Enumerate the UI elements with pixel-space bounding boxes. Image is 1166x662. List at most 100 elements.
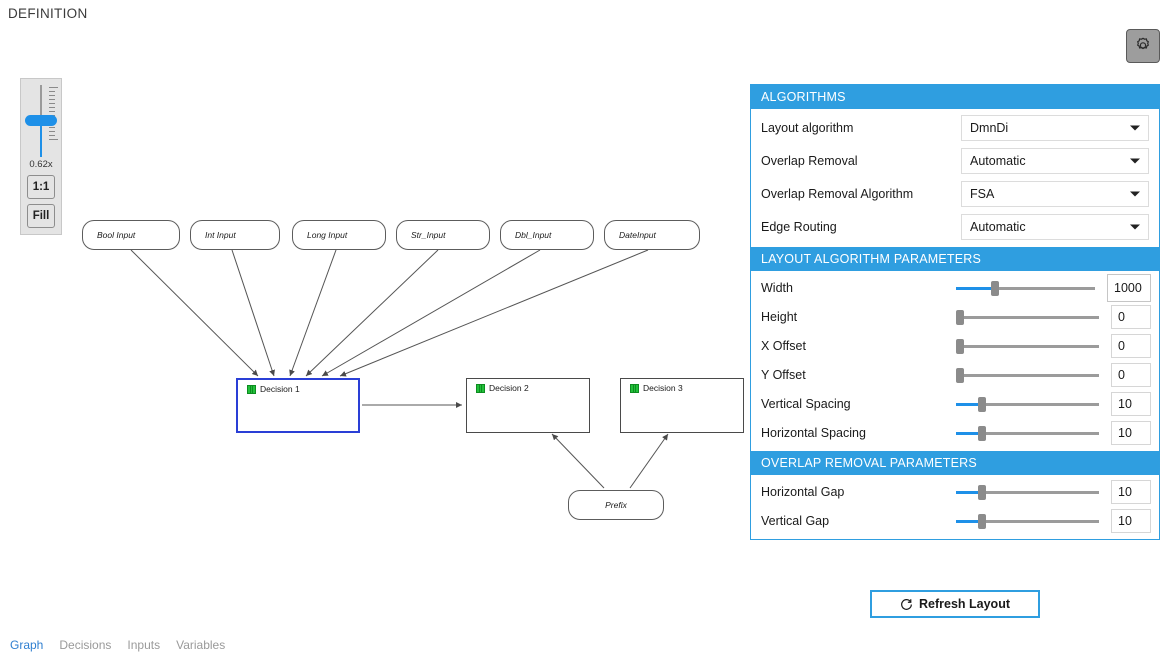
slider-thumb-horizontal-spacing[interactable] [977, 425, 986, 441]
row-vertical-gap: Vertical Gap 10 [751, 506, 1159, 535]
select-edge-routing[interactable]: Automatic [961, 213, 1149, 240]
edge-dbl-input-to-decision-1 [321, 249, 541, 377]
edge-prefix-to-decision-3 [629, 433, 669, 489]
slider-thumb-width[interactable] [990, 280, 999, 296]
zoom-slider[interactable] [23, 85, 59, 157]
zoom-actual-size-button[interactable]: 1:1 [27, 175, 55, 199]
graph-node-bool-input[interactable]: Bool Input [82, 220, 180, 250]
edge-int-input-to-decision-1 [231, 249, 275, 377]
node-label: Int Input [205, 230, 236, 240]
label-vertical-gap: Vertical Gap [761, 513, 830, 528]
node-label: Bool Input [97, 230, 136, 240]
slider-x-offset[interactable] [956, 336, 1099, 356]
zoom-fill-button[interactable]: Fill [27, 204, 55, 228]
value-horizontal-gap[interactable]: 10 [1111, 479, 1151, 504]
graph-node-date-input[interactable]: DateInput [604, 220, 700, 250]
slider-horizontal-gap[interactable] [956, 482, 1099, 502]
layout-settings-panel: ALGORITHMS Layout algorithm DmnDi Overla… [750, 84, 1160, 540]
graph-node-decision-3[interactable]: Decision 3 [620, 378, 744, 433]
tab-variables[interactable]: Variables [176, 638, 226, 652]
tab-decisions[interactable]: Decisions [59, 638, 112, 652]
row-y-offset: Y Offset 0 [751, 360, 1159, 389]
green-table-icon [476, 383, 485, 393]
graph-edges [130, 249, 669, 489]
row-height: Height 0 [751, 302, 1159, 331]
label-overlap-removal-algorithm: Overlap Removal Algorithm [761, 186, 914, 201]
select-overlap-removal-algorithm[interactable]: FSA [961, 180, 1149, 207]
select-overlap-removal[interactable]: Automatic [961, 147, 1149, 174]
graph-node-prefix[interactable]: Prefix [568, 490, 664, 520]
slider-thumb-vertical-spacing[interactable] [977, 396, 986, 412]
zoom-control[interactable]: 0.62x 1:1 Fill [20, 78, 62, 235]
slider-thumb-height[interactable] [956, 309, 964, 325]
value-vertical-gap[interactable]: 10 [1111, 508, 1151, 533]
label-width: Width [761, 280, 793, 295]
slider-thumb-vertical-gap[interactable] [977, 513, 986, 529]
slider-vertical-spacing[interactable] [956, 394, 1099, 414]
value-width[interactable]: 1000 [1107, 273, 1151, 302]
page-title: DEFINITION [8, 6, 88, 21]
layout-params-section-header: LAYOUT ALGORITHM PARAMETERS [751, 247, 1159, 271]
label-layout-algorithm: Layout algorithm [761, 120, 854, 135]
label-horizontal-gap: Horizontal Gap [761, 484, 845, 499]
row-horizontal-spacing: Horizontal Spacing 10 [751, 418, 1159, 447]
layout-params-section-body: Width 1000 Height 0 X Offset [751, 271, 1159, 451]
label-edge-routing: Edge Routing [761, 219, 837, 234]
value-y-offset[interactable]: 0 [1111, 362, 1151, 387]
value-height[interactable]: 0 [1111, 304, 1151, 329]
graph-node-decision-1[interactable]: Decision 1 [236, 378, 360, 433]
edge-str-input-to-decision-1 [305, 249, 439, 377]
green-table-icon [247, 384, 256, 394]
zoom-slider-thumb[interactable] [25, 115, 57, 126]
node-label: Prefix [605, 500, 627, 510]
graph-node-long-input[interactable]: Long Input [292, 220, 386, 250]
graph-canvas[interactable]: Bool Input Int Input Long Input Str_Inpu… [0, 60, 744, 620]
slider-horizontal-spacing[interactable] [956, 423, 1099, 443]
row-layout-algorithm: Layout algorithm DmnDi [751, 111, 1159, 144]
tab-graph[interactable]: Graph [10, 638, 44, 652]
slider-thumb-y-offset[interactable] [956, 367, 964, 383]
label-overlap-removal: Overlap Removal [761, 153, 858, 168]
slider-height[interactable] [956, 307, 1099, 327]
zoom-slider-rail-upper [40, 85, 42, 115]
slider-vertical-gap[interactable] [956, 511, 1099, 531]
select-layout-algorithm[interactable]: DmnDi [961, 114, 1149, 141]
graph-node-decision-2[interactable]: Decision 2 [466, 378, 590, 433]
gear-icon [1136, 37, 1150, 50]
slider-y-offset[interactable] [956, 365, 1099, 385]
edge-long-input-to-decision-1 [289, 249, 337, 377]
refresh-layout-button[interactable]: Refresh Layout [870, 590, 1040, 618]
overlap-params-section-body: Horizontal Gap 10 Vertical Gap 10 [751, 475, 1159, 539]
value-x-offset[interactable]: 0 [1111, 333, 1151, 358]
value-horizontal-spacing[interactable]: 10 [1111, 420, 1151, 445]
tab-inputs[interactable]: Inputs [127, 638, 161, 652]
graph-node-str-input[interactable]: Str_Input [396, 220, 490, 250]
row-vertical-spacing: Vertical Spacing 10 [751, 389, 1159, 418]
refresh-icon [901, 598, 912, 610]
green-table-icon [630, 383, 639, 393]
label-horizontal-spacing: Horizontal Spacing [761, 425, 866, 440]
graph-node-dbl-input[interactable]: Dbl_Input [500, 220, 594, 250]
slider-thumb-horizontal-gap[interactable] [977, 484, 986, 500]
overlap-params-section-header: OVERLAP REMOVAL PARAMETERS [751, 451, 1159, 475]
node-label: Dbl_Input [515, 230, 552, 240]
node-label: Decision 1 [260, 384, 300, 394]
label-y-offset: Y Offset [761, 367, 806, 382]
zoom-slider-ticks [49, 87, 58, 155]
row-overlap-removal: Overlap Removal Automatic [751, 144, 1159, 177]
graph-node-int-input[interactable]: Int Input [190, 220, 280, 250]
row-x-offset: X Offset 0 [751, 331, 1159, 360]
bottom-tabbar: Graph Decisions Inputs Variables [10, 638, 225, 652]
node-label: Decision 3 [643, 383, 683, 393]
row-horizontal-gap: Horizontal Gap 10 [751, 477, 1159, 506]
label-vertical-spacing: Vertical Spacing [761, 396, 851, 411]
zoom-slider-rail-lower [40, 125, 42, 157]
algorithms-section-body: Layout algorithm DmnDi Overlap Removal A… [751, 109, 1159, 247]
row-overlap-removal-algorithm: Overlap Removal Algorithm FSA [751, 177, 1159, 210]
label-height: Height [761, 309, 798, 324]
slider-width[interactable] [956, 278, 1095, 298]
label-x-offset: X Offset [761, 338, 806, 353]
slider-thumb-x-offset[interactable] [956, 338, 964, 354]
value-vertical-spacing[interactable]: 10 [1111, 391, 1151, 416]
settings-button[interactable] [1126, 29, 1160, 63]
